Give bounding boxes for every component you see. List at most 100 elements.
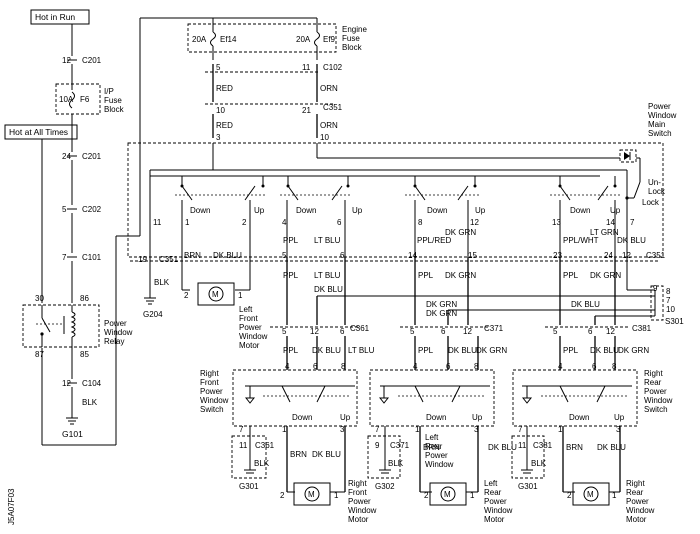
ground-g301-rf: G301 <box>239 482 259 491</box>
lr-ground-outline <box>367 435 401 479</box>
wire-dk-grn-rr2: DK GRN <box>618 346 649 355</box>
fuse-ef9-name: Ef9 <box>323 35 336 44</box>
main-switch-label-2: Window <box>648 111 677 120</box>
pin-12-main: 12 <box>470 218 479 227</box>
wire-dk-blu-lr2: DK BLU <box>448 346 477 355</box>
pin-12-c104: 12 <box>62 379 71 388</box>
lf-motor-label-3: Power <box>239 323 262 332</box>
main-switch-right-front[interactable]: Down Up <box>280 176 363 215</box>
relay-pin-85: 85 <box>80 350 89 359</box>
engine-fuse-label-2: Fuse <box>342 34 360 43</box>
rr-motor-pin-2: 2 <box>567 491 572 500</box>
wire-grn-lr3: DK GRN <box>426 309 457 318</box>
rr-wire-blk: BLK <box>531 459 547 468</box>
lock-switch <box>633 181 641 199</box>
connector-c351-left: C351 <box>159 255 179 264</box>
pin-6-c351: 6 <box>340 251 345 260</box>
connector-c381: C381 <box>632 324 652 333</box>
right-rear-window-switch[interactable]: Down Up <box>512 369 638 427</box>
lr-sw-label-3: Power <box>425 451 448 460</box>
relay-pin-87: 87 <box>35 350 44 359</box>
rf-wire-brn: BRN <box>290 450 307 459</box>
main-switch-label-1: Power <box>648 102 671 111</box>
hot-at-all-times-box <box>4 124 78 140</box>
wire-lt-blu-rf: LT BLU <box>314 271 341 280</box>
rf-sw-down: Down <box>292 413 312 422</box>
s301-pin-10: 10 <box>666 305 675 314</box>
pin-5-c361: 5 <box>282 327 287 336</box>
wire-dk-grn-lr: DK GRN <box>445 271 476 280</box>
rr-sw-label-3: Power <box>644 387 667 396</box>
rf-sw-label-1: Right <box>200 369 219 378</box>
fuse-ef14-name: Ef14 <box>220 35 237 44</box>
pin-6-c371: 6 <box>441 327 446 336</box>
main-sw4-down: Down <box>570 206 590 215</box>
lr-motor-label-4: Window <box>484 506 513 515</box>
connector-c101: C101 <box>82 253 102 262</box>
ip-fuse-label-2: Fuse <box>104 96 122 105</box>
lr-motor-pin-1: 1 <box>470 491 475 500</box>
rr-sw-pin-7: 7 <box>518 425 523 434</box>
rr-sw-pin-6: 6 <box>592 362 597 371</box>
rr-sw-label-4: Window <box>644 396 673 405</box>
main-sw3-down: Down <box>427 206 447 215</box>
main-switch-right-rear[interactable]: Down Up <box>550 176 621 215</box>
left-rear-window-switch[interactable]: Down Up <box>369 369 495 427</box>
pin-1-main: 1 <box>185 218 190 227</box>
lr-sw-pin-1: 1 <box>415 425 420 434</box>
pin-11-main: 11 <box>153 218 162 227</box>
rf-sw-pin-7: 7 <box>239 425 244 434</box>
wire-ppl-rf: PPL <box>283 271 299 280</box>
motor-m-rf: M <box>308 490 315 499</box>
fuse-ef14 <box>210 31 216 47</box>
hot-in-run-label: Hot in Run <box>35 12 75 22</box>
pin-14-main: 14 <box>606 218 615 227</box>
engine-fuse-label-1: Engine <box>342 25 367 34</box>
hot-at-all-times-label: Hot at All Times <box>9 127 68 137</box>
rr-wire-brn: BRN <box>566 443 583 452</box>
pin-8-main: 8 <box>418 218 423 227</box>
wire-orn-2: ORN <box>320 121 338 130</box>
lf-motor-label-4: Window <box>239 332 268 341</box>
rf-wire-blk: BLK <box>254 459 270 468</box>
pin-5-c202: 5 <box>62 205 67 214</box>
wire-lt-blu-rf2: LT BLU <box>348 346 375 355</box>
unlock-label-1: Un- <box>648 178 661 187</box>
wire-ppl-wht: PPL/WHT <box>563 236 599 245</box>
rr-ground-outline <box>511 435 545 479</box>
lr-sw-up: Up <box>472 413 483 422</box>
relay-label-1: Power <box>104 319 127 328</box>
main-switch-left-rear[interactable]: Down Up <box>405 176 486 215</box>
rf-sw-label-5: Switch <box>200 405 224 414</box>
rf-sw-label-4: Window <box>200 396 229 405</box>
pin-24-c351: 24 <box>604 251 613 260</box>
wire-orn-1: ORN <box>320 84 338 93</box>
rr-c381-label: C381 <box>533 441 553 450</box>
rf-wire-dk-blu: DK BLU <box>312 450 341 459</box>
wire-blk-g204: BLK <box>154 278 170 287</box>
lr-sw-label-1: Left <box>425 433 439 442</box>
rr-motor-label-3: Power <box>626 497 649 506</box>
main-switch-left-front[interactable]: Down Up <box>175 176 265 215</box>
fuse-f6-name: F6 <box>80 95 90 104</box>
power-window-main-switch-outline <box>127 142 664 258</box>
lr-sw-pin-7: 7 <box>375 425 380 434</box>
rr-sw-label-2: Rear <box>644 378 662 387</box>
wire-lt-blu-main: LT BLU <box>314 236 341 245</box>
wire-dk-blu-rf2: DK BLU <box>312 346 341 355</box>
unlock-label-2: Lock <box>648 187 666 196</box>
pin-4-main: 4 <box>282 218 287 227</box>
main-sw3-up: Up <box>475 206 486 215</box>
lr-sw-label-2: Rear <box>425 442 443 451</box>
lr-sw-pin-6: 6 <box>446 362 451 371</box>
main-switch-label-3: Main <box>648 120 665 129</box>
rf-motor-label-4: Window <box>348 506 377 515</box>
engine-fuse-block-outline <box>187 23 337 53</box>
wire-dk-blu-lf: DK BLU <box>213 251 242 260</box>
pin-15-c351: 15 <box>468 251 477 260</box>
wire-ppl-rr2: PPL <box>563 346 579 355</box>
rf-motor-label-3: Power <box>348 497 371 506</box>
rr-wire-dk-blu: DK BLU <box>597 443 626 452</box>
right-front-window-switch[interactable]: Down Up <box>232 369 358 427</box>
ground-g101-label: G101 <box>62 429 83 439</box>
